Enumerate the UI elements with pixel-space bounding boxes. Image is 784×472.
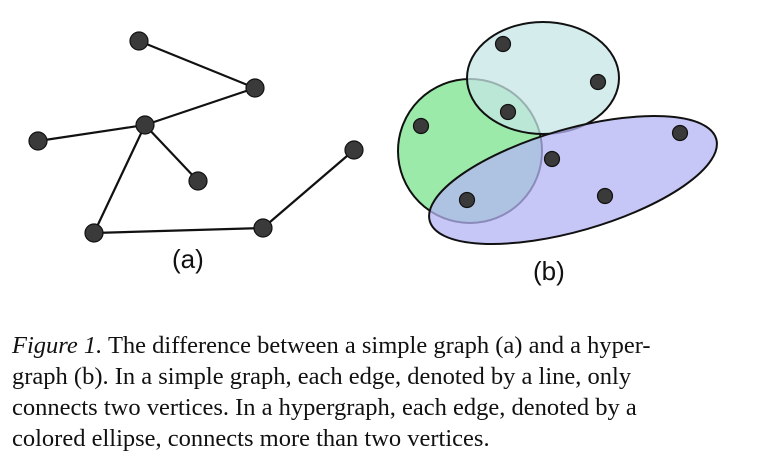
panel-label-b: (b)	[533, 256, 565, 286]
hypergraph	[397, 21, 718, 245]
graph-vertex	[84, 223, 104, 243]
caption-line-1-text: The difference between a simple graph (a…	[102, 332, 651, 359]
hypergraph-vertex	[412, 117, 430, 135]
graph-edge	[93, 226, 264, 235]
graph-vertex	[135, 115, 155, 135]
graph-vertex	[129, 31, 149, 51]
graph-vertex	[344, 140, 364, 160]
graph-edge	[37, 123, 146, 143]
caption-line-2: graph (b). In a simple graph, each edge,…	[12, 363, 632, 390]
figure-caption: Figure 1. The difference between a simpl…	[12, 330, 772, 454]
hypergraph-vertex	[589, 73, 607, 91]
graph-vertex	[245, 78, 265, 98]
panel-label-a: (a)	[172, 244, 204, 274]
hyperedge-purple	[428, 115, 718, 245]
simple-graph	[28, 31, 364, 243]
hypergraph-vertex	[543, 150, 561, 168]
graph-edge	[262, 149, 355, 229]
hypergraph-vertex	[596, 187, 614, 205]
graph-vertex	[253, 218, 273, 238]
figure-reference: Figure 1.	[12, 332, 103, 359]
graph-vertex	[28, 131, 48, 151]
graph-edge	[144, 86, 256, 127]
graph-edge	[138, 39, 256, 90]
caption-line-4: colored ellipse, connects more than two …	[12, 425, 490, 452]
caption-line-1: Figure 1. The difference between a simpl…	[12, 330, 772, 361]
hypergraph-vertex	[494, 35, 512, 53]
graph-vertex	[188, 171, 208, 191]
hypergraph-vertex	[671, 124, 689, 142]
hypergraph-vertex	[499, 103, 517, 121]
caption-line-3: connects two vertices. In a hypergraph, …	[12, 394, 637, 421]
hypergraph-vertex	[458, 191, 476, 209]
graph-edge	[93, 124, 146, 234]
figure-diagram	[28, 21, 718, 245]
graph-edge	[144, 124, 199, 182]
